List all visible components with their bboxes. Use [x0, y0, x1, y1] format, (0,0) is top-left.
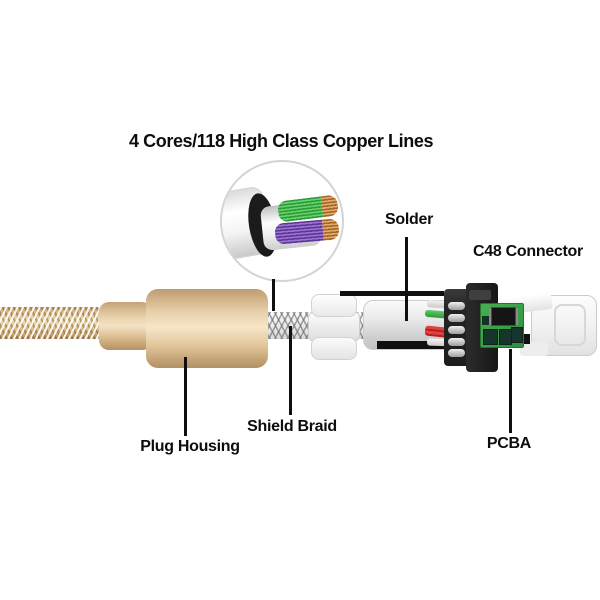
- ic-chip: [491, 307, 516, 326]
- label-shield-braid: Shield Braid: [247, 418, 337, 435]
- braided-cable: [0, 307, 104, 339]
- connector-pin: [448, 326, 465, 334]
- copper-tip: [320, 194, 340, 218]
- pointer-line-plug-housing: [184, 357, 187, 436]
- copper-tip: [322, 218, 340, 241]
- core-purple-strands: [274, 219, 324, 245]
- wire-clamp-bottom-lobe: [311, 337, 357, 360]
- tip-contact-outline: [554, 304, 586, 346]
- connector-flange: [520, 342, 548, 356]
- pointer-line-pcba: [509, 349, 512, 433]
- magnifier-circle: [220, 160, 344, 282]
- pcb-component: [482, 316, 489, 325]
- pointer-line-cores: [272, 279, 275, 311]
- c48-connector-notch: [469, 290, 491, 300]
- strain-relief: [99, 302, 152, 350]
- connector-pin: [448, 338, 465, 346]
- connector-pin: [448, 314, 465, 322]
- pointer-line-shield-braid: [289, 326, 292, 415]
- label-plug-housing: Plug Housing: [140, 438, 240, 455]
- pcb-component: [483, 329, 498, 345]
- label-c48-connector: C48 Connector: [473, 243, 583, 260]
- pointer-line-solder: [405, 237, 408, 321]
- label-solder: Solder: [385, 211, 433, 228]
- diagram-title: 4 Cores/118 High Class Copper Lines: [128, 131, 434, 151]
- connector-pin: [448, 349, 465, 357]
- black-wire-bottom: [377, 341, 445, 349]
- label-pcba: PCBA: [486, 435, 532, 452]
- pcb-component: [511, 327, 523, 343]
- plug-housing: [146, 289, 268, 368]
- wire-clamp-top-lobe: [311, 294, 357, 317]
- black-wire-top: [340, 291, 444, 296]
- connector-pin: [448, 302, 465, 310]
- tip-base-tab: [518, 334, 530, 344]
- copper-core-purple: [274, 218, 340, 245]
